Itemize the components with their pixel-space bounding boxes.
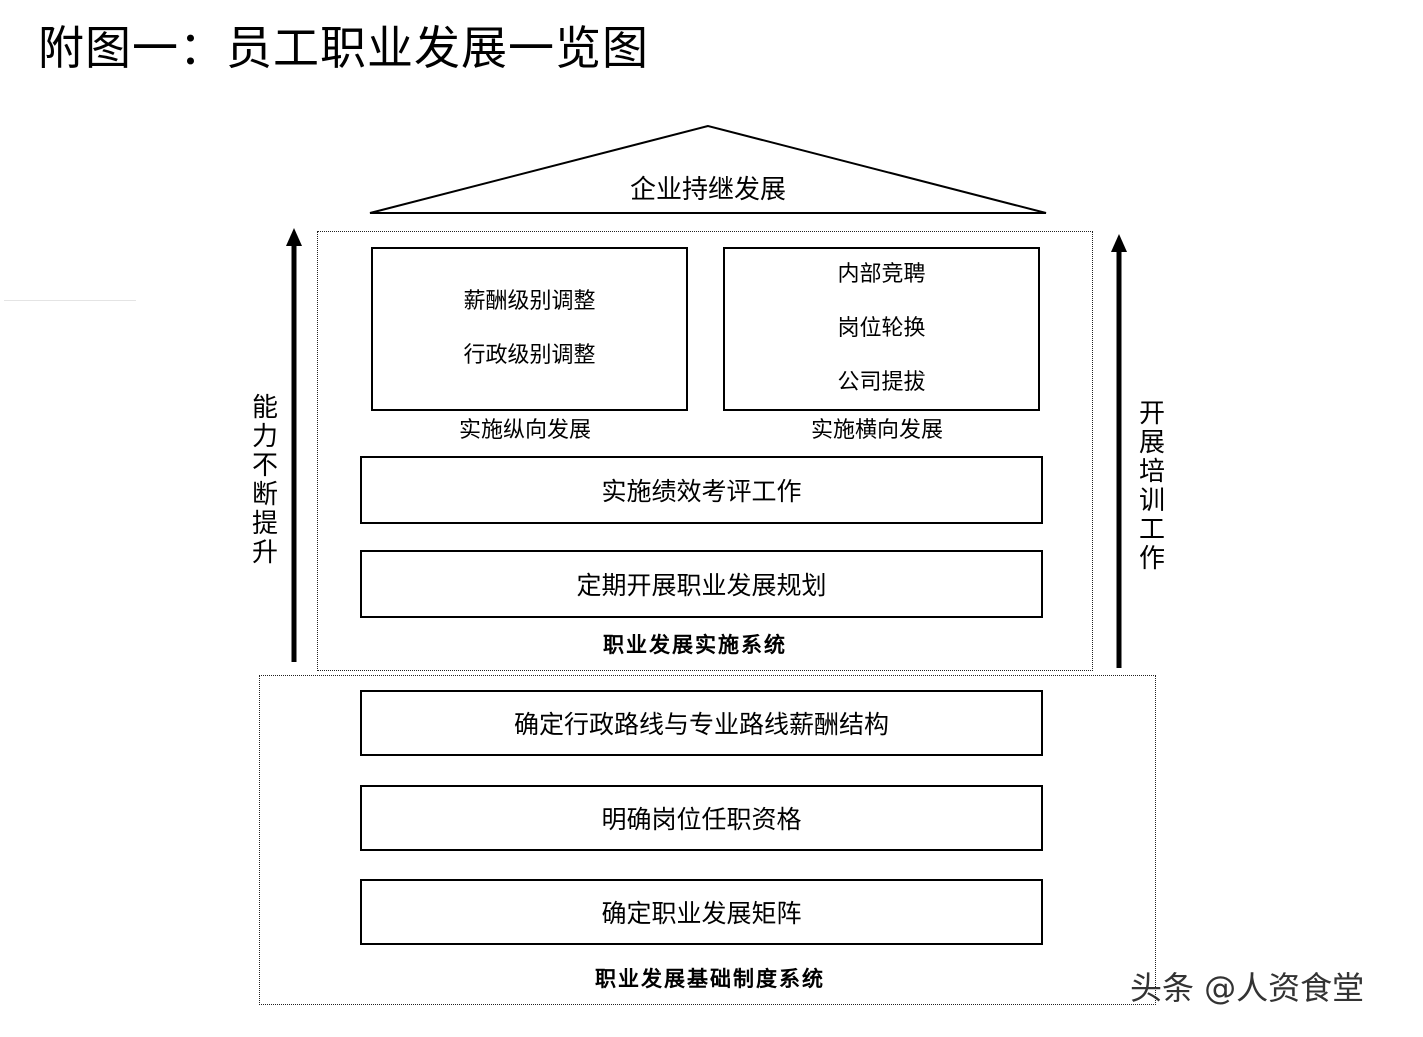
right-arrow-char: 工 <box>1138 515 1165 545</box>
career-matrix-box: 确定职业发展矩阵 <box>360 879 1043 945</box>
left-arrow-char: 不 <box>251 451 278 481</box>
salary-structure-box: 确定行政路线与专业路线薪酬结构 <box>360 690 1043 756</box>
horizontal-development-item: 岗位轮换 <box>837 316 926 341</box>
right-arrow-char: 培 <box>1138 457 1165 487</box>
foundation-system-label: 职业发展基础制度系统 <box>595 966 825 991</box>
career-planning-box: 定期开展职业发展规划 <box>360 550 1043 618</box>
implementation-system-label: 职业发展实施系统 <box>603 632 787 657</box>
watermark: 头条 @人资食堂 <box>1130 969 1365 1007</box>
left-up-arrow-icon <box>286 228 302 662</box>
left-arrow-char: 升 <box>251 538 278 568</box>
right-arrow-char: 作 <box>1138 544 1165 574</box>
vertical-development-box: 薪酬级别调整 行政级别调整 <box>371 247 688 411</box>
left-arrow-label: 能 力 不 断 提 升 <box>250 394 280 568</box>
job-qualification-box: 明确岗位任职资格 <box>360 785 1043 851</box>
divider-line <box>4 300 136 301</box>
left-arrow-char: 断 <box>251 480 278 510</box>
vertical-development-caption: 实施纵向发展 <box>458 418 591 443</box>
horizontal-development-caption: 实施横向发展 <box>810 418 943 443</box>
page-title: 附图一：员工职业发展一览图 <box>38 21 649 75</box>
left-arrow-char: 能 <box>251 393 278 423</box>
left-arrow-char: 力 <box>251 422 278 452</box>
left-arrow-char: 提 <box>251 509 278 539</box>
roof-label: 企业持继发展 <box>629 175 786 205</box>
foundation-system-region <box>259 675 1156 1005</box>
right-up-arrow-icon <box>1111 234 1127 668</box>
horizontal-development-box: 内部竞聘 岗位轮换 公司提拔 <box>723 247 1040 411</box>
vertical-development-item: 行政级别调整 <box>463 343 596 368</box>
right-arrow-char: 训 <box>1138 486 1165 516</box>
right-arrow-label: 开 展 培 训 工 作 <box>1137 400 1167 574</box>
performance-evaluation-box: 实施绩效考评工作 <box>360 456 1043 524</box>
vertical-development-item: 薪酬级别调整 <box>463 289 596 314</box>
horizontal-development-item: 内部竞聘 <box>837 262 926 287</box>
right-arrow-char: 开 <box>1138 399 1165 429</box>
implementation-system-region <box>317 231 1093 671</box>
horizontal-development-item: 公司提拔 <box>837 370 926 395</box>
right-arrow-char: 展 <box>1138 428 1165 458</box>
